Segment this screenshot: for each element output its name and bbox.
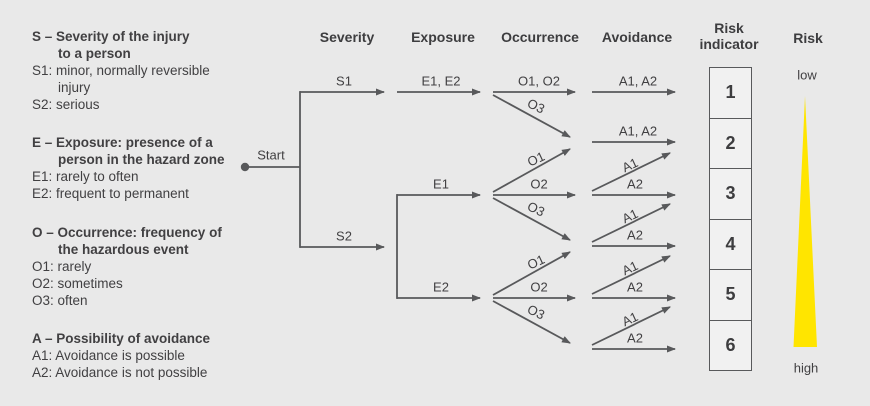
column-header-avoidance: Avoidance (601, 29, 673, 45)
o1-from-e1-arrow (492, 148, 571, 193)
legend-item-a2: A2: Avoidance is not possible (32, 365, 208, 380)
o3-from-e2-arrow (492, 300, 571, 344)
legend-title-exposure: E – Exposure: presence of a person in th… (32, 135, 225, 167)
e1-label: E1 (433, 176, 449, 192)
risk-indicator-column: 1 2 3 4 5 6 (709, 67, 752, 371)
a1-row5-arrow (591, 255, 671, 295)
a1-row4-arrow (591, 203, 671, 243)
o2-label-row5: O2 (530, 279, 548, 295)
e1e2-label: E1, E2 (421, 73, 461, 89)
column-header-occurrence: Occurrence (501, 29, 579, 45)
o3-from-s1-arrow (492, 94, 571, 138)
legend-item-s1: S1: minor, normally reversible injury (32, 63, 210, 95)
risk-wedge (793, 96, 817, 347)
s2-label: S2 (336, 228, 352, 244)
risk-high-label: high (793, 360, 819, 376)
start-label: Start (257, 147, 285, 163)
o1o2-label: O1, O2 (518, 73, 560, 89)
legend-item-o2: O2: sometimes (32, 276, 123, 291)
legend-section-occurrence: O – Occurrence: frequency of the hazardo… (32, 224, 262, 309)
o1-from-e2-arrow (492, 251, 571, 296)
s1-label: S1 (336, 73, 352, 89)
legend-title-severity: S – Severity of the injury to a person (32, 29, 190, 61)
risk-indicator-cell-3: 3 (710, 169, 751, 220)
risk-indicator-cell-5: 5 (710, 270, 751, 321)
a2-label-row5: A2 (627, 279, 643, 295)
column-header-risk-indicator: Risk indicator (699, 20, 759, 52)
a2-label-row6: A2 (627, 330, 643, 346)
a1-row3-arrow (591, 152, 671, 192)
a1-row6-arrow (591, 306, 671, 346)
risk-indicator-cell-2: 2 (710, 119, 751, 169)
legend-section-exposure: E – Exposure: presence of a person in th… (32, 134, 262, 202)
e2-label: E2 (433, 279, 449, 295)
o2-label-row3: O2 (530, 176, 548, 192)
legend-section-avoidance: A – Possibility of avoidance A1: Avoidan… (32, 330, 262, 381)
legend-item-e2: E2: frequent to permanent (32, 186, 189, 201)
legend-item-s2: S2: serious (32, 97, 100, 112)
risk-low-label: low (797, 67, 817, 83)
column-header-risk: Risk (793, 30, 823, 46)
legend-item-a1: A1: Avoidance is possible (32, 348, 185, 363)
risk-indicator-cell-1: 1 (710, 68, 751, 119)
a2-label-row4: A2 (627, 227, 643, 243)
column-header-exposure: Exposure (411, 29, 475, 45)
column-header-severity: Severity (319, 29, 375, 45)
a2-label-row3: A2 (627, 176, 643, 192)
legend-item-o1: O1: rarely (32, 259, 92, 274)
o3-from-e1-arrow (492, 197, 571, 241)
legend-item-o3: O3: often (32, 293, 88, 308)
legend-item-e1: E1: rarely to often (32, 169, 139, 184)
legend-section-severity: S – Severity of the injury to a person S… (32, 28, 262, 113)
legend-title-avoidance: A – Possibility of avoidance (32, 331, 211, 346)
a1a2-label-row2: A1, A2 (618, 123, 658, 139)
a1a2-label-row1: A1, A2 (618, 73, 658, 89)
risk-indicator-cell-4: 4 (710, 220, 751, 270)
legend-title-occurrence: O – Occurrence: frequency of the hazardo… (32, 225, 222, 257)
risk-indicator-cell-6: 6 (725, 334, 736, 355)
